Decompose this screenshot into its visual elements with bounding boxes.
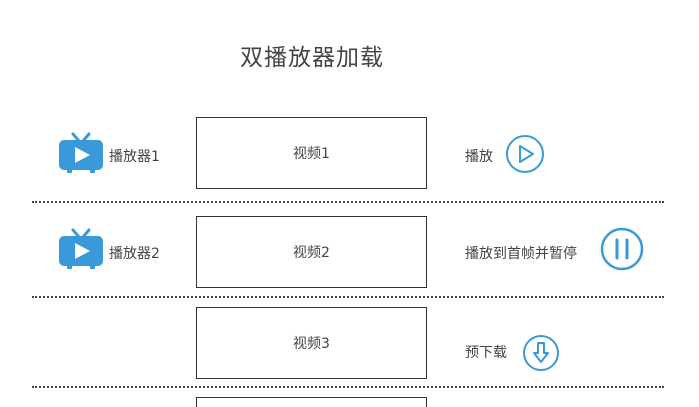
video-box-3[interactable]: 视频3: [196, 307, 427, 379]
action-label-play: 播放: [465, 149, 493, 165]
player-label-1: 播放器1: [109, 149, 160, 165]
row-divider-1: [32, 201, 664, 203]
action-label-preload: 预下载: [465, 345, 507, 361]
tv-icon: [59, 228, 103, 269]
video-box-1[interactable]: 视频1: [196, 117, 427, 189]
video-box-2[interactable]: 视频2: [196, 216, 427, 288]
video-label-2: 视频2: [293, 245, 330, 261]
play-circle-icon[interactable]: [505, 134, 545, 174]
pause-circle-icon[interactable]: [600, 227, 644, 271]
video-label-1: 视频1: [293, 146, 330, 162]
video-box-4[interactable]: [196, 397, 427, 407]
video-label-3: 视频3: [293, 336, 330, 352]
player-label-2: 播放器2: [109, 246, 160, 262]
row-divider-2: [32, 296, 664, 298]
tv-icon: [59, 132, 103, 173]
download-circle-icon[interactable]: [522, 334, 560, 372]
page-title: 双播放器加载: [240, 45, 384, 71]
row-divider-3: [32, 386, 664, 388]
action-label-pause: 播放到首帧并暂停: [465, 246, 577, 262]
